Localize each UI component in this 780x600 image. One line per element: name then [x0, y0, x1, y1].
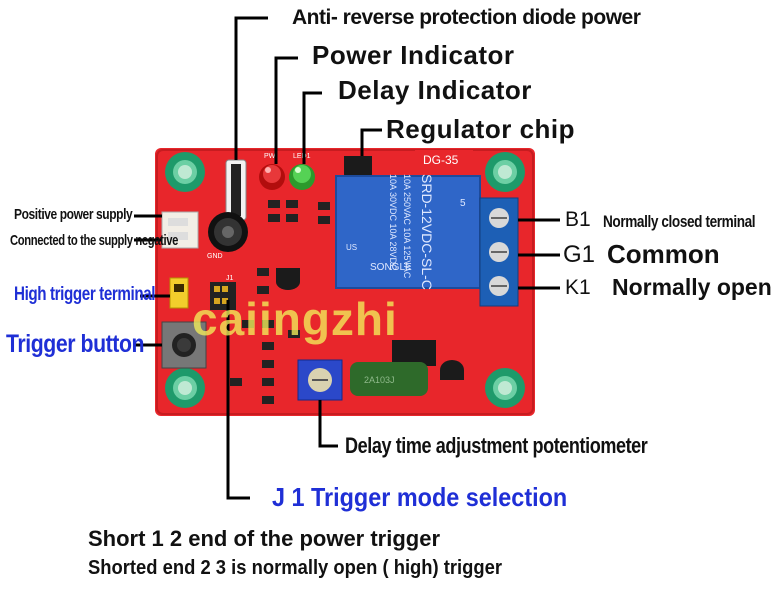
smd-components [230, 200, 330, 404]
delay-led [289, 164, 315, 190]
diode [225, 159, 247, 221]
ic-chip [392, 340, 436, 366]
label-k1-code: K1 [565, 276, 591, 299]
label-k1-desc: Normally open [612, 274, 772, 300]
terminal-block [479, 197, 519, 307]
svg-text:5: 5 [460, 198, 466, 209]
svg-text:US: US [346, 243, 357, 252]
svg-text:10A 30VDC 10A 28VDC: 10A 30VDC 10A 28VDC [388, 174, 398, 271]
gnd-silk: GND [207, 253, 223, 260]
label-power-indicator: Power Indicator [312, 40, 515, 70]
leader-lines [134, 16, 560, 500]
label-negative-supply: Connected to the supply negative [10, 232, 179, 249]
label-delay-pot: Delay time adjustment potentiometer [345, 433, 648, 458]
svg-text:SONGLE: SONGLE [370, 262, 412, 273]
note-short-23: Shorted end 2 3 is normally open ( high)… [88, 557, 503, 579]
power-connector [161, 211, 199, 249]
note-short-12: Short 1 2 end of the power trigger [88, 526, 441, 551]
film-capacitor: 2A103J [350, 362, 428, 396]
watermark-text: caiingzhi [192, 293, 398, 345]
svg-text:10A 250VAC 10A 125VAC: 10A 250VAC 10A 125VAC [402, 174, 412, 279]
label-delay-indicator: Delay Indicator [338, 75, 532, 105]
label-g1-desc: Common [607, 239, 720, 269]
label-j1-mode: J 1 Trigger mode selection [272, 482, 568, 512]
label-b1-code: B1 [565, 208, 591, 231]
model-silk: DG-35 [423, 153, 459, 167]
label-b1-desc: Normally closed terminal [603, 212, 756, 231]
label-positive-supply: Positive power supply [14, 206, 133, 223]
mounting-holes [165, 152, 525, 408]
svg-text:SRD-12VDC-SL-C: SRD-12VDC-SL-C [419, 174, 435, 290]
label-antireverse-diode: Anti- reverse protection diode power [292, 6, 641, 29]
electrolytic-capacitor [208, 212, 248, 252]
j1-silk: J1 [226, 275, 234, 282]
relay: SRD-12VDC-SL-C 10A 250VAC 10A 125VAC 10A… [335, 174, 481, 290]
power-led [259, 164, 285, 190]
jumper-j1 [169, 277, 236, 310]
transistor [276, 268, 300, 290]
label-regulator-chip: Regulator chip [386, 114, 576, 144]
trigger-push-button [161, 321, 207, 369]
label-trigger-button: Trigger button [6, 330, 145, 358]
potentiometer [297, 359, 343, 401]
svg-text:2A103J: 2A103J [364, 375, 395, 385]
label-g1-code: G1 [563, 241, 596, 268]
led1-silk: LED1 [293, 153, 311, 160]
label-high-trigger: High trigger terminal [14, 284, 156, 305]
pw-silk: PW [264, 153, 276, 160]
